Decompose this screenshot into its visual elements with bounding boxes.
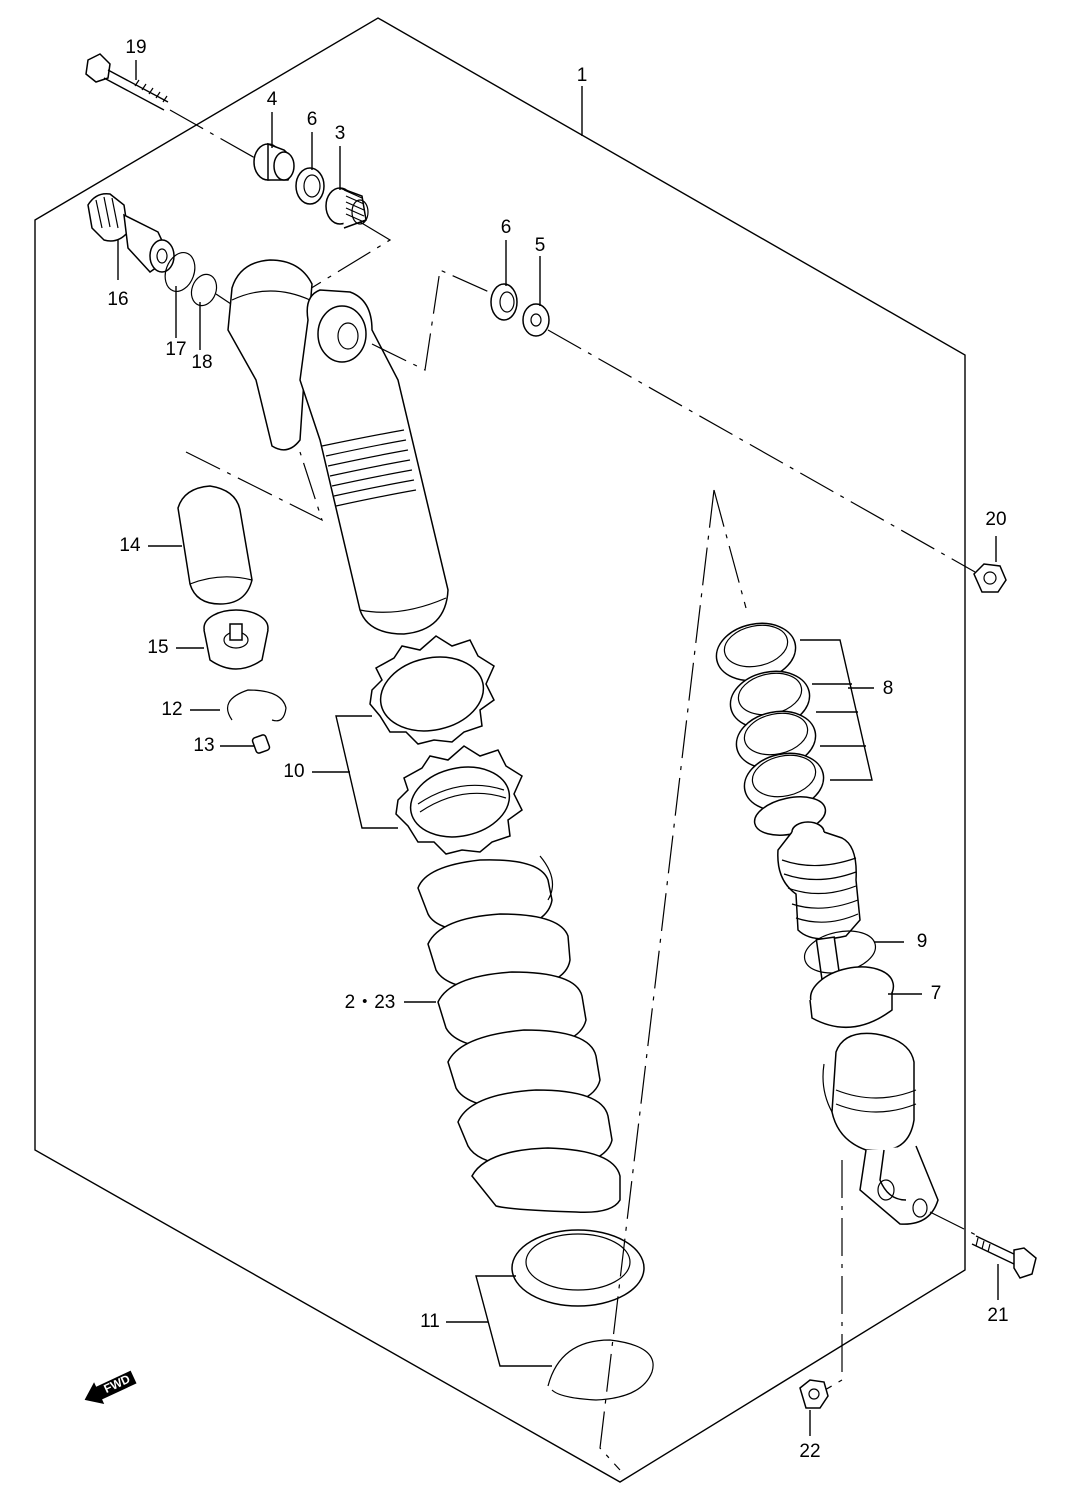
seat-7 [809,966,895,1029]
assembly-frame [34,17,966,1483]
callout-12: 12 [161,699,182,720]
callout-2-23: 2・23 [345,992,396,1013]
spring-seat-11 [511,1229,654,1401]
nut-22 [799,1379,829,1409]
callout-4: 4 [267,89,278,110]
locknut-10-upper [369,635,495,745]
rebound-stopper-rings-8 [715,622,827,836]
spring-2-23 [417,855,621,1213]
callout-10: 10 [283,761,304,782]
callout-5: 5 [535,235,546,256]
callout-17: 17 [165,339,186,360]
damper-rod-bumper [777,821,861,1022]
callout-22: 22 [799,1441,820,1462]
washer-5 [522,303,550,337]
callout-9: 9 [917,931,928,952]
callout-18: 18 [191,352,212,373]
locknut-10-lower [395,745,523,855]
callout-3: 3 [335,123,346,144]
circlip-12 [227,689,287,722]
callout-7: 7 [931,983,942,1004]
callout-16: 16 [107,289,128,310]
callout-20: 20 [985,509,1006,530]
bladder-cap-15 [203,609,269,670]
callout-6-upper: 6 [307,109,318,130]
collar-4 [253,142,295,181]
shock-body-1 [227,259,449,635]
callout-15: 15 [147,637,168,658]
callout-11: 11 [420,1311,440,1332]
o-ring-18 [190,273,218,307]
bladder-14 [177,485,253,605]
needle-bearing-3 [325,187,369,229]
seal-6-lower [490,283,518,321]
forward-arrow-icon: FWD [84,1370,137,1404]
valve-13 [251,734,271,754]
callout-labels: 1 2・23 3 4 5 6 6 7 8 9 10 11 12 13 14 15… [107,37,1008,1462]
seal-6-upper [295,167,325,205]
callout-8: 8 [883,678,894,699]
adjuster-16 [87,192,175,273]
bolt-21 [971,1235,1037,1279]
callout-13: 13 [193,735,214,756]
leader-lines [117,60,999,1436]
lower-clevis [822,1032,939,1225]
callout-6-lower: 6 [501,217,512,238]
bolt-19 [85,53,169,111]
o-ring-17 [164,252,196,292]
callout-1: 1 [577,65,588,86]
callout-14: 14 [119,535,141,556]
callout-19: 19 [125,37,146,58]
nut-20 [973,563,1007,593]
callout-21: 21 [987,1305,1008,1326]
